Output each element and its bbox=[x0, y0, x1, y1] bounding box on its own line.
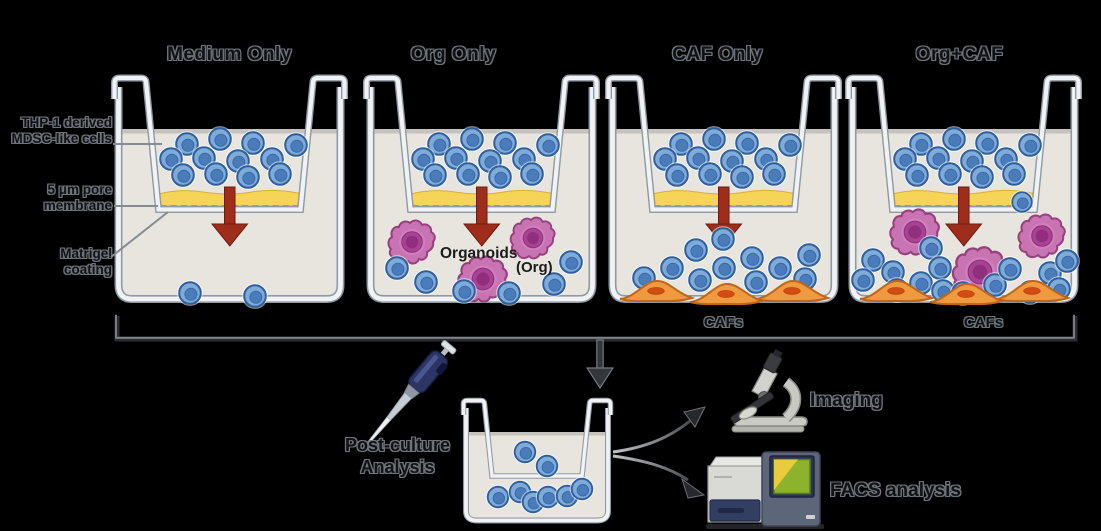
post-culture-line1: Post-culture bbox=[344, 435, 450, 455]
transwell-icon-small bbox=[460, 397, 614, 524]
pipette-icon bbox=[366, 340, 457, 445]
post-culture-transwell-icon bbox=[366, 340, 614, 524]
condition-title-org-caf: Org+CAF bbox=[915, 44, 1004, 65]
organoids-abbrev-label: (Org) bbox=[516, 259, 553, 276]
microscope-icon bbox=[730, 349, 808, 433]
condition-title-caf-only: CAF Only bbox=[672, 44, 763, 65]
thp1-label-line2: MDSC-like cells bbox=[11, 131, 112, 146]
membrane-label-line1: 5 μm pore bbox=[47, 182, 112, 197]
down-arrow-icon bbox=[585, 339, 615, 390]
facs-analysis-label: FACS analysis bbox=[830, 480, 961, 501]
matrigel-label-line2: coating bbox=[63, 262, 112, 277]
imaging-label: Imaging bbox=[810, 390, 883, 411]
branch-arrows-icon bbox=[612, 406, 706, 499]
organoids-label: Organoids bbox=[440, 245, 518, 262]
leader-line-matrigel bbox=[110, 211, 169, 258]
thp1-label-line1: THP-1 derived bbox=[21, 115, 112, 130]
condition-title-org-only: Org Only bbox=[410, 44, 497, 65]
post-culture-analysis-label: Post-culture Analysis bbox=[325, 434, 470, 478]
thp1-mdsc-label: THP-1 derived MDSC-like cells bbox=[0, 115, 112, 147]
cafs-label-well4: CAFs bbox=[963, 314, 1004, 331]
matrigel-label-line1: Matrigel bbox=[60, 246, 112, 261]
pore-membrane-label: 5 μm pore membrane bbox=[0, 182, 112, 214]
condition-title-medium-only: Medium Only bbox=[167, 44, 292, 65]
matrigel-coating-label: Matrigel coating bbox=[0, 246, 112, 278]
membrane-label-line2: membrane bbox=[43, 198, 112, 213]
bracket-line bbox=[114, 314, 1078, 342]
cafs-label-well3: CAFs bbox=[703, 314, 744, 331]
flow-cytometer-icon bbox=[706, 451, 824, 529]
post-culture-line2: Analysis bbox=[360, 457, 435, 477]
